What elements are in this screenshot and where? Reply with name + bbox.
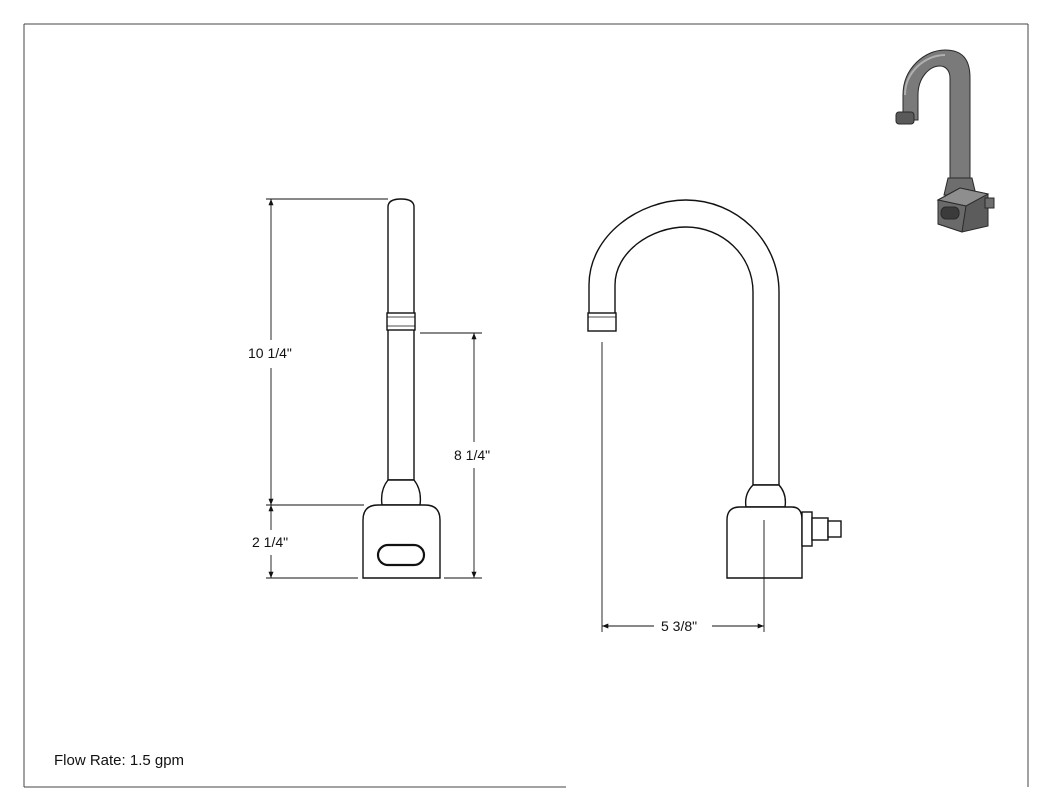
spout-reach-label: 5 3/8" (661, 618, 697, 634)
base-height-label: 2 1/4" (252, 534, 288, 550)
aerator (587, 312, 617, 332)
spout-height-label: 8 1/4" (454, 447, 490, 463)
drawing-border (23, 23, 1029, 788)
overall-height-label: 10 1/4" (248, 345, 292, 361)
side-view-faucet (587, 199, 842, 579)
front-view-dimensions (266, 198, 482, 579)
isometric-faucet-thumbnail (895, 49, 995, 233)
front-view-faucet (362, 198, 441, 579)
sensor-window (376, 543, 426, 567)
flow-rate-note: Flow Rate: 1.5 gpm (54, 752, 184, 769)
side-cartridge (801, 511, 813, 547)
side-view-dimensions (601, 342, 765, 632)
